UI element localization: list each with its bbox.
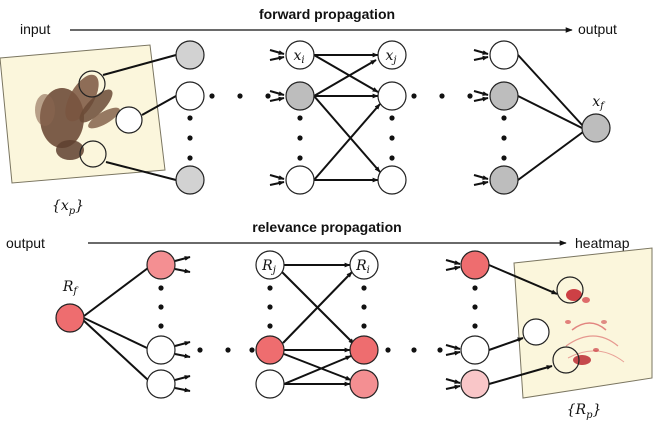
outgoing-arrows [174, 256, 191, 393]
neuron-node [377, 81, 407, 111]
neuron-node [349, 369, 379, 399]
neuron-node [460, 250, 490, 280]
heatmap-set-subscript: p [586, 410, 593, 421]
neuron-node [489, 40, 519, 70]
edge [82, 319, 149, 381]
forward-input-label: input [20, 21, 50, 37]
neuron-node [460, 369, 490, 399]
neuron-node [146, 250, 176, 280]
neuron-node [460, 335, 490, 365]
relevance-output-label: output [6, 235, 45, 251]
relevance-title: relevance propagation [252, 219, 401, 235]
input-patch-circle [79, 140, 107, 168]
node-ri [349, 250, 379, 280]
neuron-node [175, 81, 205, 111]
node-xf [581, 113, 611, 143]
heatmap-image [565, 289, 625, 365]
neuron-node [349, 335, 379, 365]
edge [488, 365, 553, 385]
horizontal-ellipsis [197, 347, 255, 353]
incoming-arrows [269, 49, 285, 186]
edge [517, 131, 584, 181]
edge [517, 54, 584, 127]
relevance-heatmap-label: heatmap [575, 235, 630, 251]
heatmap-patch-circle [552, 346, 580, 374]
node-rj [255, 250, 285, 280]
node-xj-label: xj [385, 48, 396, 66]
vertical-ellipsis [267, 285, 273, 329]
layer-i-j-edges [313, 52, 381, 183]
edge [141, 95, 177, 116]
input-set-subscript: p [69, 206, 76, 217]
edge [517, 95, 583, 129]
neuron-node [285, 81, 315, 111]
vertical-ellipsis [361, 285, 367, 329]
edge [83, 267, 149, 317]
input-panel [0, 44, 166, 184]
horizontal-ellipsis [209, 93, 271, 99]
neuron-node [175, 165, 205, 195]
layer-j-i-edges [281, 262, 355, 387]
vertical-ellipsis [472, 285, 478, 329]
input-set-label: {xp} [52, 198, 84, 217]
node-xi-label: xi [293, 48, 304, 66]
input-patch-circle [78, 70, 106, 98]
heatmap-set-label: {Rp} [567, 402, 602, 421]
input-set-symbol: x [61, 198, 69, 214]
neuron-node [489, 81, 519, 111]
vertical-ellipsis [158, 285, 164, 329]
node-xi [285, 40, 315, 70]
input-patch-circle [115, 106, 143, 134]
neuron-node [285, 165, 315, 195]
node-rj-label: Rj [261, 258, 276, 276]
node-ri-label: Ri [355, 258, 370, 276]
forward-output-label: output [578, 21, 617, 37]
node-rf-label: Rf [62, 279, 80, 297]
node-xf-label: xf [592, 94, 606, 112]
neuron-node [255, 335, 285, 365]
heatmap-set-symbol: R [575, 402, 587, 418]
edge [105, 161, 177, 181]
horizontal-ellipsis [411, 93, 473, 99]
edge [488, 337, 524, 351]
neuron-node [377, 165, 407, 195]
node-rf [55, 303, 85, 333]
neuron-node [489, 165, 519, 195]
vertical-ellipsis [297, 115, 303, 161]
heatmap-panel [513, 247, 653, 399]
neuron-node [175, 40, 205, 70]
forward-title: forward propagation [259, 6, 395, 22]
vertical-ellipsis [187, 115, 193, 161]
edge [488, 264, 558, 295]
vertical-ellipsis [389, 115, 395, 161]
node-xj [377, 40, 407, 70]
edge [83, 317, 148, 349]
heatmap-patch-circle [556, 276, 584, 304]
vertical-ellipsis [501, 115, 507, 161]
edge [102, 54, 177, 76]
incoming-arrows [473, 49, 489, 186]
neuron-node [146, 369, 176, 399]
neuron-node [146, 335, 176, 365]
specimen-image [35, 74, 120, 160]
incoming-arrows [445, 259, 461, 390]
horizontal-ellipsis [385, 347, 443, 353]
heatmap-patch-circle [522, 318, 550, 346]
neuron-node [255, 369, 285, 399]
